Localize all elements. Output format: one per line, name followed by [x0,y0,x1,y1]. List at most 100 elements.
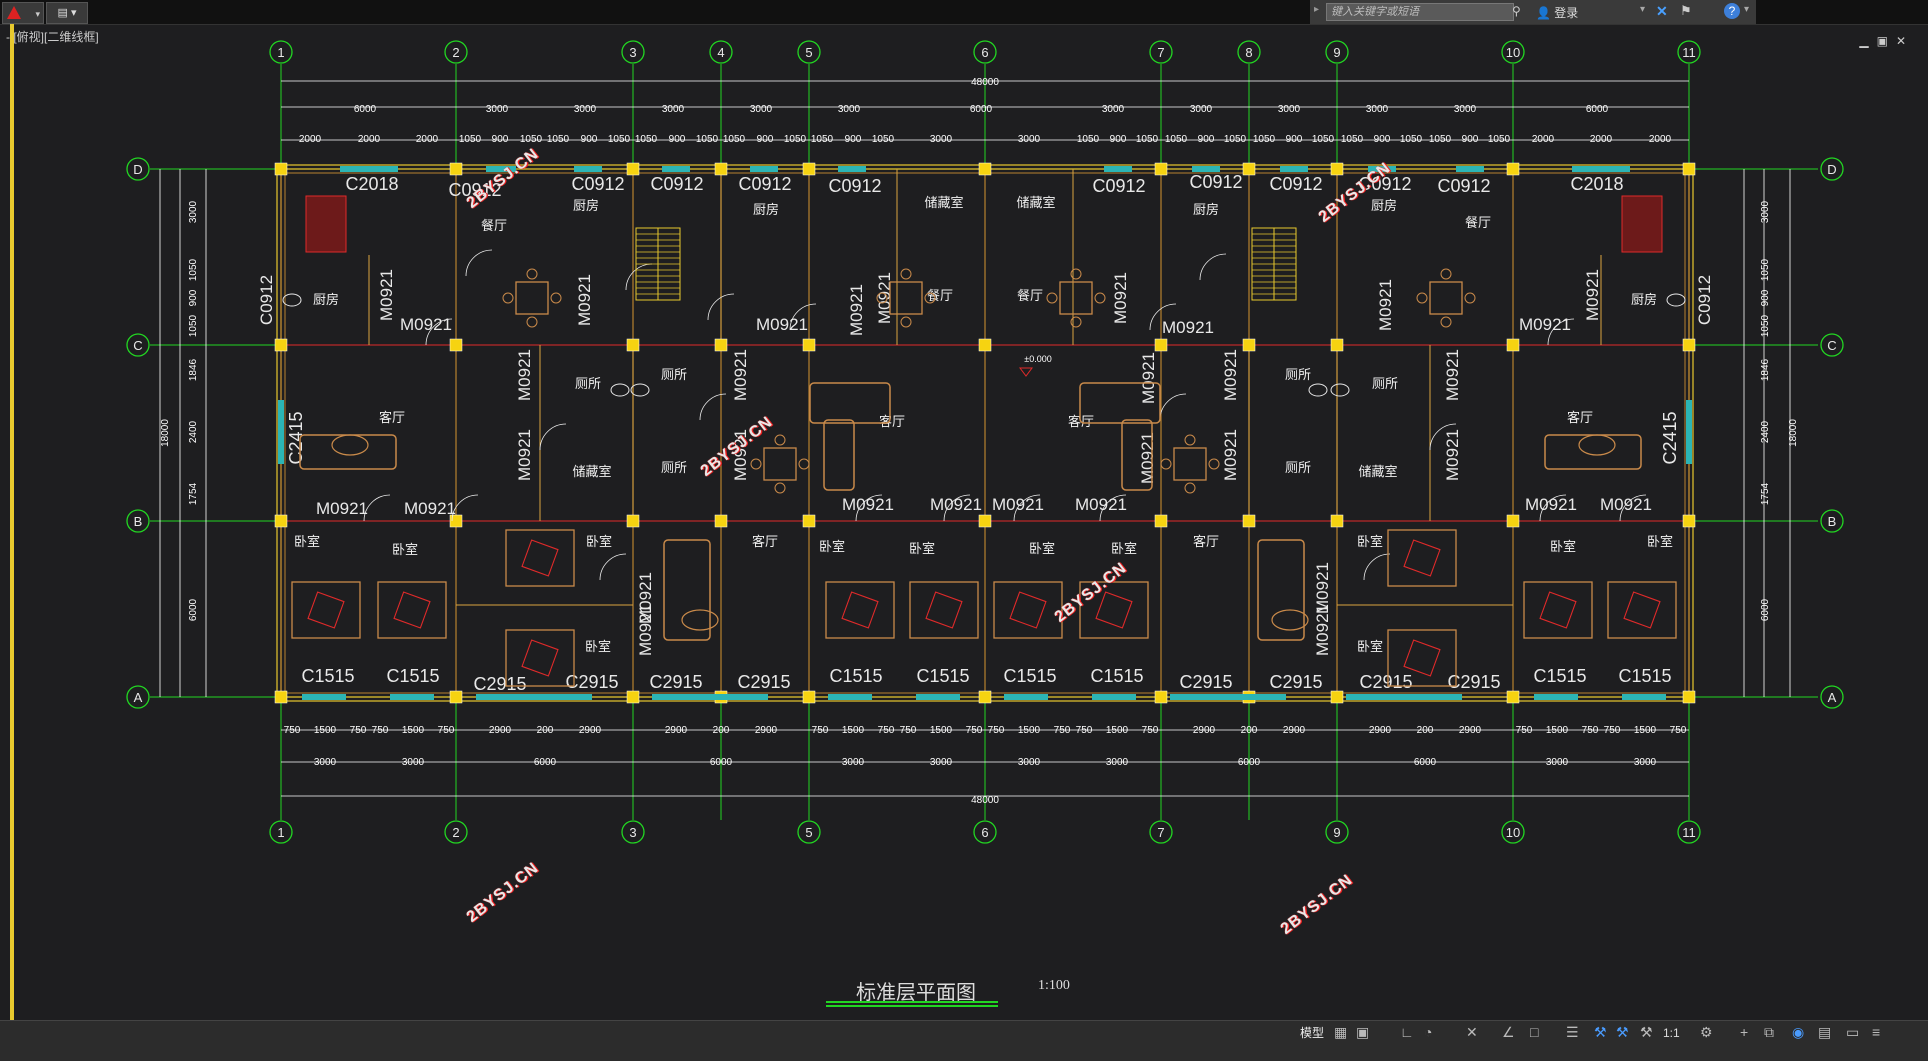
axis-bubble [126,157,150,181]
otrack-icon[interactable]: ∠ [1502,1024,1515,1040]
dimension-text: 750 [1582,725,1599,736]
osnap-icon[interactable]: ✕ [1466,1024,1478,1040]
chair [550,292,562,304]
search-expand-icon[interactable]: ▸ [1314,4,1320,15]
help-icon[interactable]: ? [1724,3,1740,19]
window-label: C0912 [571,174,624,194]
dimension-text: 750 [988,725,1005,736]
dimension-text: 1050 [1136,134,1159,145]
dimension-text: 1500 [314,725,337,736]
axis-label: 10 [1506,825,1520,840]
window-label: C2915 [565,672,618,692]
room-label: 厕所 [1285,367,1311,382]
clean-screen-icon[interactable]: ▭ [1846,1024,1860,1040]
room-label: 卧室 [1550,539,1576,554]
bed [1607,581,1677,639]
structural-column [1330,514,1344,528]
dimension-text: 48000 [971,77,999,88]
ucs-y-axis-line [10,24,14,1020]
snap-icon[interactable]: ▣ [1356,1024,1370,1040]
door-label: M0921 [1221,349,1240,401]
chevron-down-icon[interactable]: ▾ [1744,4,1750,15]
drawing-window-controls[interactable]: ▁▣✕ [1859,34,1914,48]
bed-pillow [1623,591,1661,629]
application-menu-button[interactable]: ▾ [2,2,44,24]
quick-access-button[interactable]: ▤ ▾ [46,2,88,24]
isolate-icon[interactable]: ◉ [1792,1024,1805,1040]
hardware-accel-icon[interactable]: ▤ [1818,1024,1832,1040]
dimension-text: 1050 [608,134,631,145]
dimension-text: 1050 [1312,134,1335,145]
dynamic-ucs-icon[interactable]: □ [1530,1024,1539,1040]
dimension-text: 18000 [160,419,171,447]
structural-column [449,338,463,352]
door-swing [855,494,883,522]
axis-bubble [973,820,997,844]
door-swing [1619,494,1647,522]
coffee-table [1271,609,1309,631]
dimension-text: 2400 [1760,420,1771,443]
door-label: M0921 [842,495,894,514]
dimension-text: 3000 [402,757,425,768]
door-label: M0921 [316,499,368,518]
annotation-icon[interactable]: ⚒ [1594,1024,1607,1040]
dimension-text: 750 [1670,725,1687,736]
window-label: C2915 [473,674,526,694]
annotation-visibility-icon[interactable]: ⚒ [1640,1024,1653,1040]
room-label: 餐厅 [1465,215,1491,230]
door-label: M0921 [377,269,396,321]
annotation-scale-select[interactable]: 1:1 [1663,1026,1680,1040]
room-label: 客厅 [879,414,905,429]
window-label: C0912 [1437,176,1490,196]
axis-label: C [133,338,142,353]
dining-table [1429,281,1463,315]
a360-icon[interactable]: ⚑ [1680,3,1692,18]
sofa [1079,382,1161,424]
chevron-down-icon[interactable]: ▾ [1640,4,1646,15]
door-swing [1013,494,1041,522]
chair [1046,292,1058,304]
customization-icon[interactable]: ≡ [1872,1024,1881,1040]
binoculars-icon[interactable]: ⚲ [1512,4,1521,18]
axis-bubble [1501,820,1525,844]
dimension-text: 1500 [1106,725,1129,736]
search-input[interactable] [1326,3,1514,21]
door-swing [943,494,971,522]
axis-label: 5 [805,825,812,840]
gear-icon[interactable]: ⚙ [1700,1024,1713,1040]
plus-icon[interactable]: + [1740,1024,1749,1040]
polar-icon[interactable]: ◔ [1424,1024,1433,1040]
dimension-text: 750 [812,725,829,736]
dining-table [763,447,797,481]
window-label: C0912 [650,174,703,194]
dimension-text: 1050 [872,134,895,145]
dimension-text: 3000 [930,134,953,145]
dimension-text: 3000 [1278,104,1301,115]
door-swing [1363,553,1391,581]
window-label: C2915 [649,672,702,692]
axis-label: 7 [1157,45,1164,60]
structural-column [1682,162,1696,176]
toilet-fixture [1666,293,1686,307]
bed-pillow [393,591,431,629]
annotation-scale-icon[interactable]: ⚒ [1616,1024,1629,1040]
exchange-icon[interactable]: ✕ [1656,3,1668,19]
ortho-icon[interactable]: ∟ [1400,1024,1414,1040]
window-label: C1515 [1090,666,1143,686]
lineweight-icon[interactable]: ☰ [1566,1024,1579,1040]
model-space-button[interactable]: 模型 [1300,1026,1325,1040]
window [1368,166,1396,172]
login-button[interactable]: 👤 登录 [1536,6,1579,20]
grid-icon[interactable]: ▦ [1334,1024,1348,1040]
dimension-text: 1754 [1760,482,1771,505]
axis-bubble [269,820,293,844]
viewport-controls-label[interactable]: -][俯视][二维线框] [6,30,99,44]
window-label: C2915 [1179,672,1232,692]
workspace-icon[interactable]: ⧉ [1764,1024,1774,1040]
dimension-text: 3000 [486,104,509,115]
window [1170,694,1286,700]
login-label: 登录 [1554,6,1579,20]
door-swing [539,423,567,451]
door-label: M0921 [515,429,534,481]
